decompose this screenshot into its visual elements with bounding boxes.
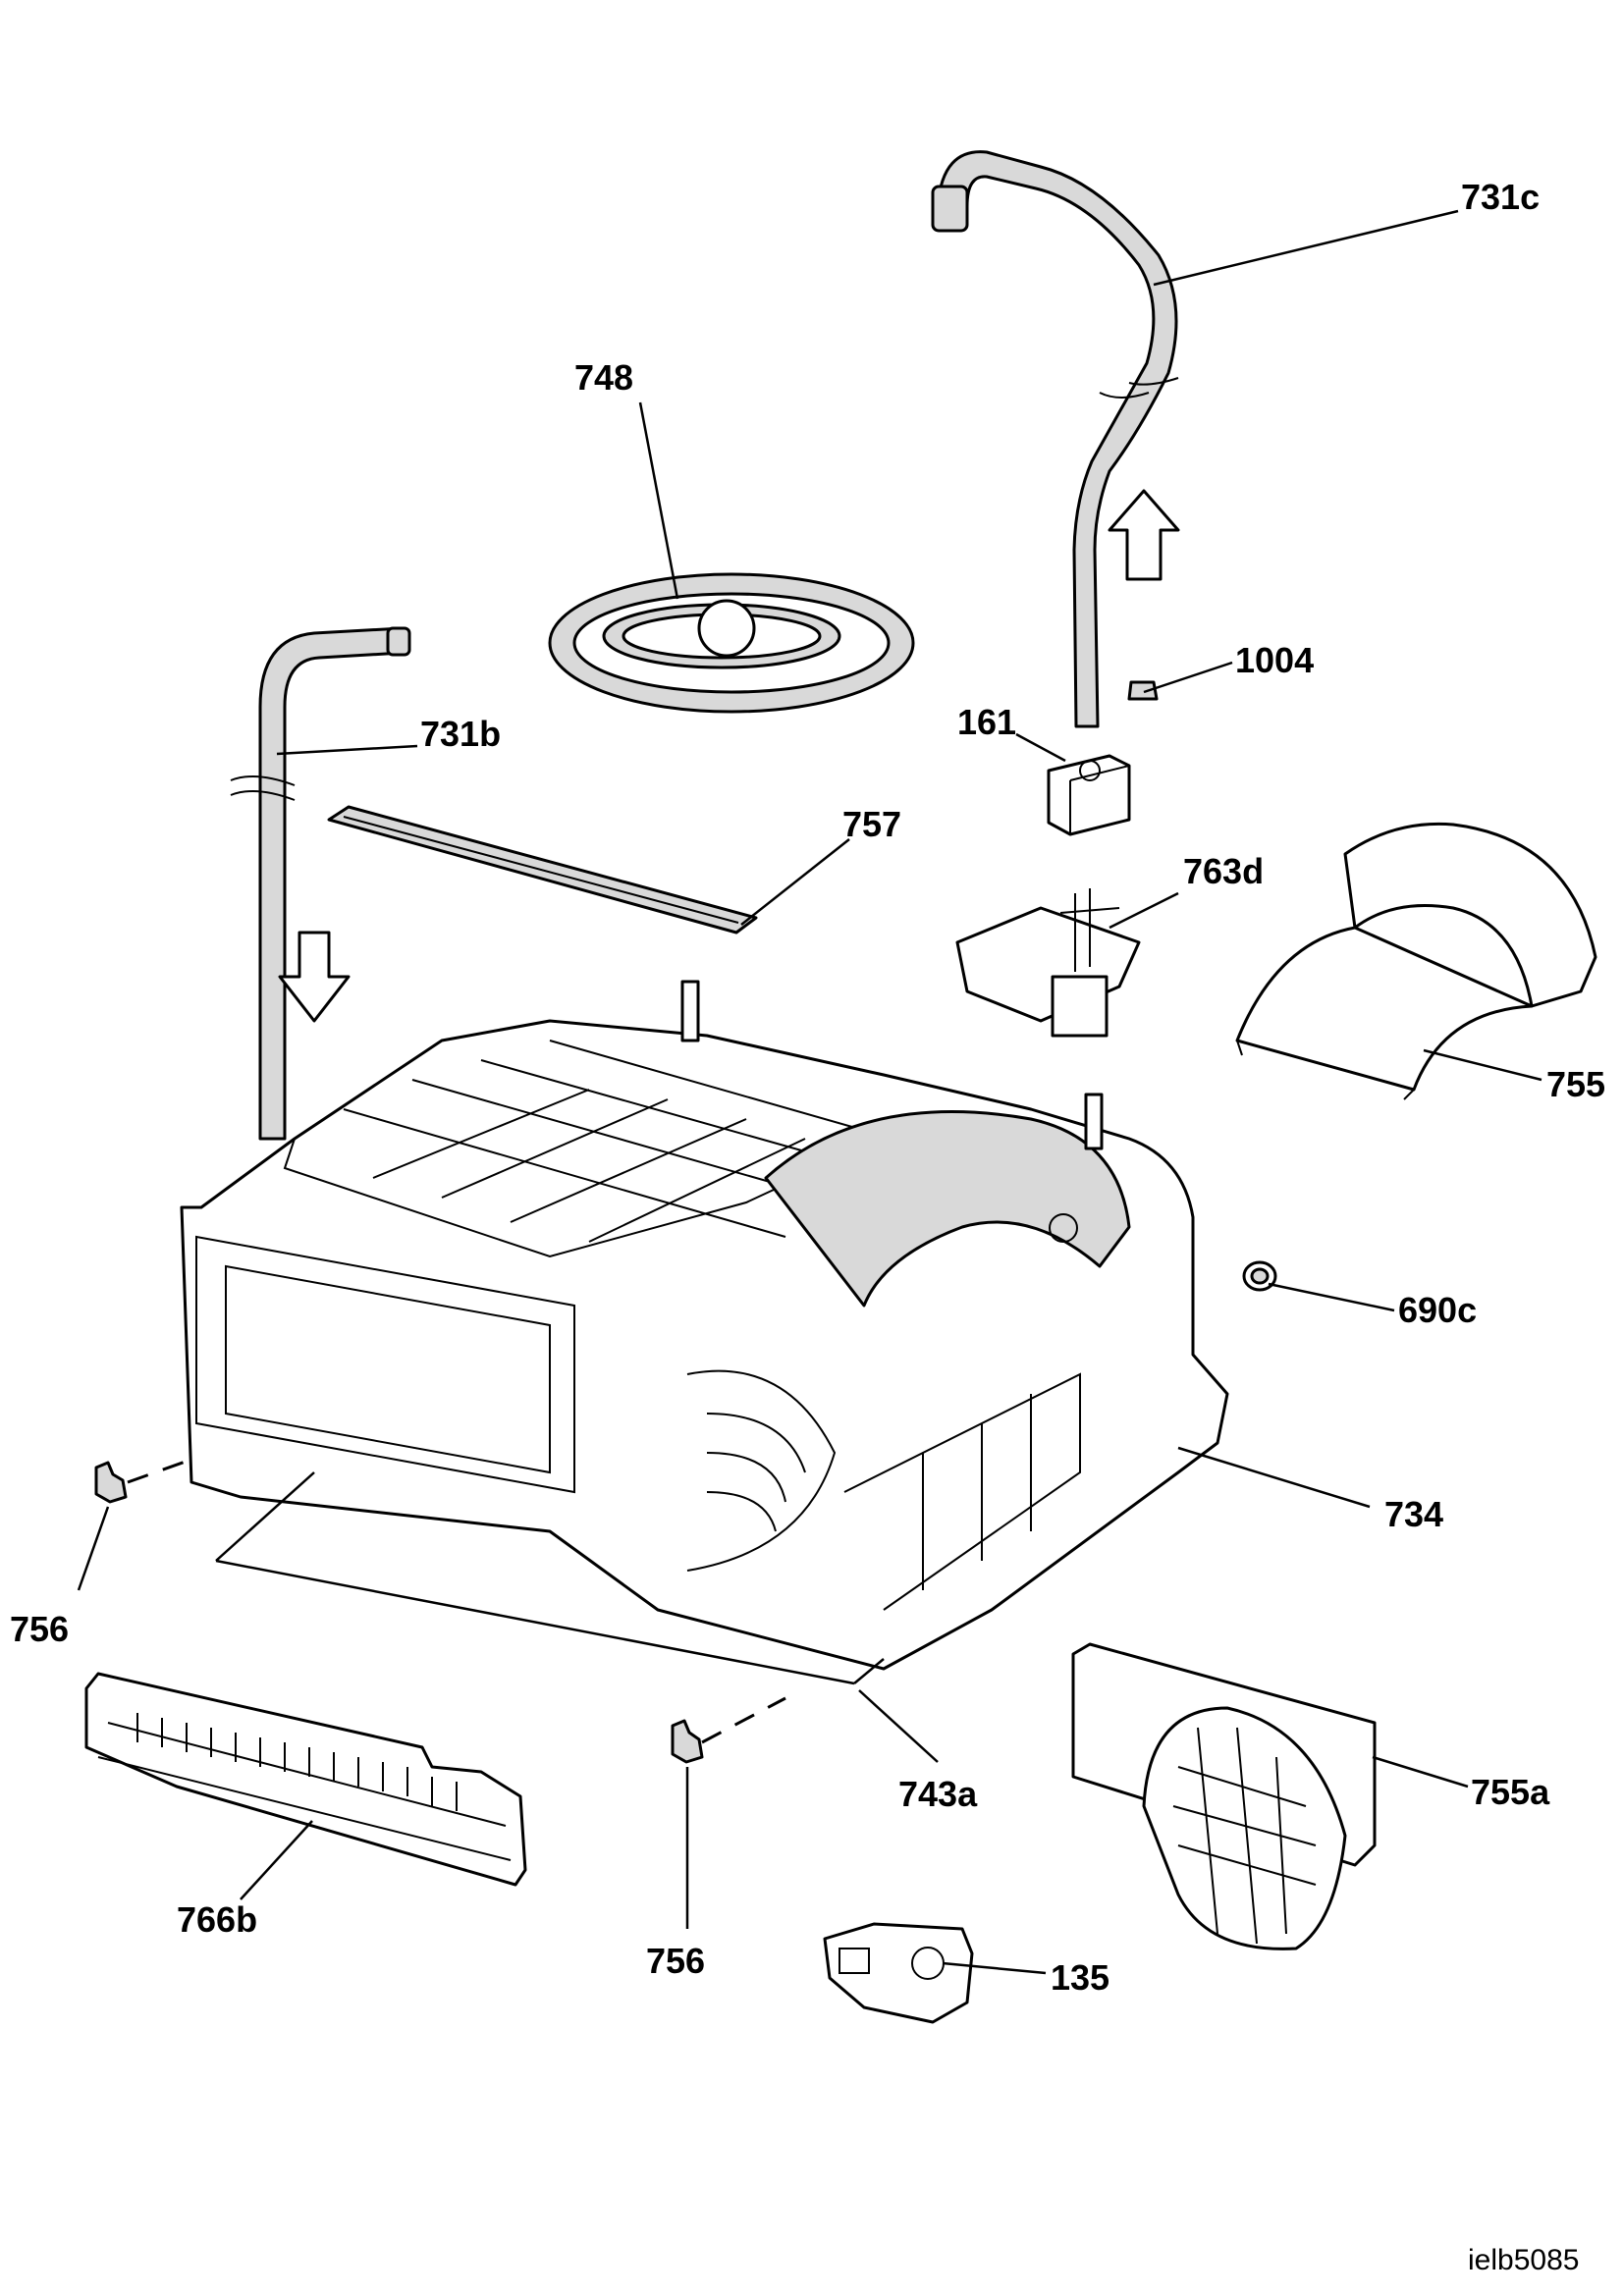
hose-coil-748 xyxy=(548,572,915,714)
label-731b: 731b xyxy=(420,714,501,754)
label-763d: 763d xyxy=(1183,851,1264,891)
label-1004: 1004 xyxy=(1235,640,1314,680)
part-161 xyxy=(1047,754,1131,836)
label-734: 734 xyxy=(1384,1494,1443,1534)
panel-755a xyxy=(1071,1642,1377,1950)
down-arrow xyxy=(278,931,351,1023)
nut-1004 xyxy=(1127,680,1159,701)
label-135: 135 xyxy=(1051,1957,1109,1998)
label-755a: 755a xyxy=(1471,1772,1550,1812)
clip-756-left xyxy=(94,1456,197,1504)
diagram-code: ielb5085 xyxy=(1468,2244,1579,2276)
label-756-bottom: 756 xyxy=(646,1941,705,1981)
panel-766b xyxy=(84,1672,527,1887)
label-757: 757 xyxy=(842,804,901,844)
label-731c: 731c xyxy=(1461,177,1540,217)
hose-731b xyxy=(230,626,411,1141)
label-756-left: 756 xyxy=(10,1609,69,1649)
label-743a: 743a xyxy=(898,1774,978,1814)
label-755: 755 xyxy=(1546,1064,1605,1104)
label-161: 161 xyxy=(957,702,1016,742)
label-748: 748 xyxy=(574,357,633,398)
part-135 xyxy=(823,1922,974,2024)
base-734 xyxy=(180,980,1229,1671)
leader-lines xyxy=(77,209,1542,1975)
cover-755 xyxy=(1235,822,1597,1100)
grommet-690c xyxy=(1242,1260,1277,1292)
clip-756-bottom xyxy=(671,1696,786,1764)
frame-743a xyxy=(215,1471,885,1685)
gasket-757 xyxy=(327,805,758,934)
up-arrow xyxy=(1108,489,1180,581)
label-690c: 690c xyxy=(1398,1290,1477,1330)
hose-731c xyxy=(931,150,1179,728)
bracket-763d xyxy=(955,888,1141,1038)
label-766b: 766b xyxy=(177,1899,257,1940)
